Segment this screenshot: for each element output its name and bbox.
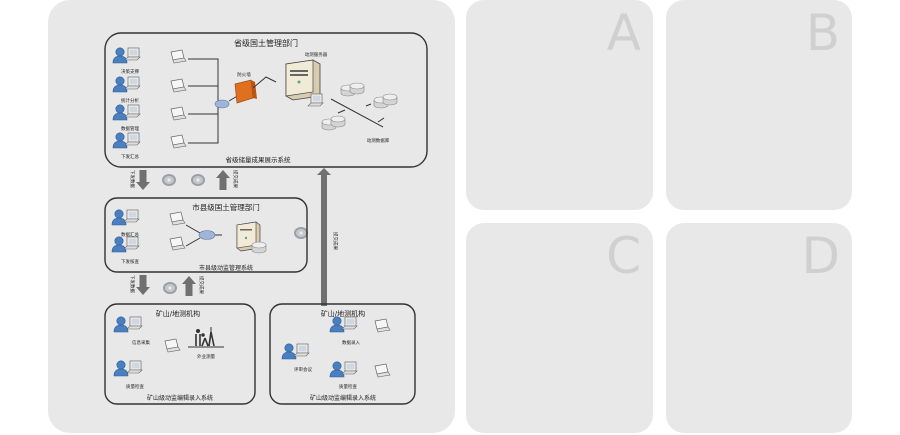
provincial-user-row: 决策支撑 bbox=[112, 47, 187, 75]
mine-left-label: 外业测量 bbox=[197, 353, 215, 360]
computer-icon bbox=[341, 316, 358, 330]
user-label: 决策支撑 bbox=[121, 68, 139, 75]
arrow-label-down: 下发数据 bbox=[129, 170, 136, 188]
laptop-icon bbox=[170, 106, 187, 121]
user-icon bbox=[111, 209, 127, 226]
user-icon bbox=[329, 361, 345, 378]
surveying-icon bbox=[188, 327, 224, 348]
laptop-icon bbox=[170, 134, 187, 149]
disc-icon bbox=[162, 174, 176, 186]
answer-option-c[interactable]: C bbox=[466, 223, 653, 433]
laptop-icon bbox=[164, 338, 181, 353]
user-icon bbox=[112, 132, 128, 149]
server-label: 动测服务器 bbox=[305, 51, 328, 58]
user-icon bbox=[113, 360, 129, 377]
database-icon bbox=[321, 82, 398, 131]
option-letter: C bbox=[606, 227, 641, 285]
user-label: 数据汇总 bbox=[121, 231, 139, 238]
computer-icon bbox=[124, 47, 141, 61]
provincial-user-row: 统计分析 bbox=[112, 76, 187, 104]
computer-icon bbox=[126, 360, 143, 374]
mine-right-title: 矿山/地测机构 bbox=[321, 309, 365, 318]
user-icon bbox=[112, 76, 128, 93]
mine-left-title: 矿山/地测机构 bbox=[156, 309, 200, 318]
provincial-title: 省级国土管理部门 bbox=[234, 38, 298, 48]
database-label: 动测数据库 bbox=[367, 137, 390, 144]
network-switch-icon bbox=[214, 99, 230, 109]
question-image-panel: 省级国土管理部门 省级储量成果展示系统 决策支撑 统计分析 数据管理 bbox=[48, 0, 455, 433]
mine-left-label: 质量检查 bbox=[126, 383, 144, 390]
mine-institution-box-left: 矿山/地测机构 信息采集 外业测量 质量检查 矿山级动监编辑录入系统 bbox=[104, 303, 256, 405]
provincial-department-box: 省级国土管理部门 省级储量成果展示系统 决策支撑 统计分析 数据管理 bbox=[104, 32, 428, 168]
user-icon bbox=[113, 316, 129, 333]
arrow-label-up: 提交成果 bbox=[332, 232, 339, 250]
user-label: 数据管理 bbox=[121, 125, 139, 132]
user-icon bbox=[329, 316, 345, 333]
provincial-user-row: 数据管理 bbox=[112, 104, 187, 132]
mine-right-label: 数据录入 bbox=[342, 339, 360, 346]
city-title: 市县级国土管理部门 bbox=[192, 202, 260, 212]
computer-icon bbox=[124, 76, 141, 90]
arrow-up-long-icon bbox=[317, 168, 331, 306]
laptop-icon bbox=[374, 318, 391, 333]
laptop-icon bbox=[169, 211, 186, 226]
option-letter: D bbox=[801, 227, 840, 285]
city-department-box: 市县级国土管理部门 市县级动监管理系统 数据汇总 下发核查 bbox=[104, 197, 308, 273]
mine-right-label: 评审会议 bbox=[294, 366, 312, 373]
disc-icon bbox=[191, 174, 205, 186]
user-icon bbox=[111, 236, 127, 253]
laptop-icon bbox=[169, 236, 186, 251]
option-letter: A bbox=[606, 4, 641, 62]
user-icon bbox=[112, 104, 128, 121]
provincial-system-label: 省级储量成果展示系统 bbox=[226, 155, 292, 164]
arrow-up-icon bbox=[182, 276, 196, 296]
arrow-label-down: 下发数据 bbox=[129, 275, 136, 293]
computer-icon bbox=[124, 104, 141, 118]
server-icon bbox=[285, 59, 321, 101]
mine-left-label: 信息采集 bbox=[132, 339, 150, 346]
database-icon bbox=[251, 241, 267, 254]
provincial-user-row: 下发汇总 bbox=[112, 132, 187, 160]
city-system-label: 市县级动监管理系统 bbox=[199, 264, 253, 272]
user-icon bbox=[112, 47, 128, 64]
disc-icon bbox=[163, 282, 177, 294]
arrow-label-up: 提交成果 bbox=[198, 276, 205, 294]
arrow-down-icon bbox=[136, 275, 150, 295]
computer-icon bbox=[293, 343, 310, 357]
mine-institution-box-right: 矿山/地测机构 数据录入 评审会议 质量检查 矿山级动监编辑录入系统 bbox=[269, 303, 416, 405]
user-icon bbox=[281, 343, 297, 360]
laptop-icon bbox=[170, 49, 187, 64]
user-label: 统计分析 bbox=[121, 97, 139, 104]
laptop-icon bbox=[170, 78, 187, 93]
arrow-label-up: 提交成果 bbox=[232, 170, 239, 188]
user-label: 下发核查 bbox=[121, 258, 139, 265]
firewall-icon bbox=[234, 79, 257, 104]
computer-icon bbox=[126, 316, 143, 330]
user-label: 下发汇总 bbox=[121, 153, 139, 160]
answer-option-d[interactable]: D bbox=[666, 223, 852, 433]
arrow-down-icon bbox=[136, 170, 150, 190]
firewall-label: 防火墙 bbox=[237, 71, 251, 78]
mine-left-system-label: 矿山级动监编辑录入系统 bbox=[147, 394, 213, 402]
mine-right-label: 质量检查 bbox=[339, 383, 357, 390]
answer-option-a[interactable]: A bbox=[466, 0, 653, 210]
arrow-up-icon bbox=[216, 170, 230, 190]
disc-icon bbox=[294, 227, 308, 239]
computer-icon bbox=[341, 361, 358, 375]
option-letter: B bbox=[805, 4, 840, 62]
computer-icon bbox=[123, 236, 140, 250]
network-diagram: 省级国土管理部门 省级储量成果展示系统 决策支撑 统计分析 数据管理 bbox=[104, 32, 428, 405]
laptop-icon bbox=[374, 363, 391, 378]
mine-right-system-label: 矿山级动监编辑录入系统 bbox=[310, 394, 376, 402]
computer-icon bbox=[124, 132, 141, 146]
answer-option-b[interactable]: B bbox=[666, 0, 852, 210]
computer-icon bbox=[123, 209, 140, 223]
network-switch-icon bbox=[198, 230, 216, 240]
